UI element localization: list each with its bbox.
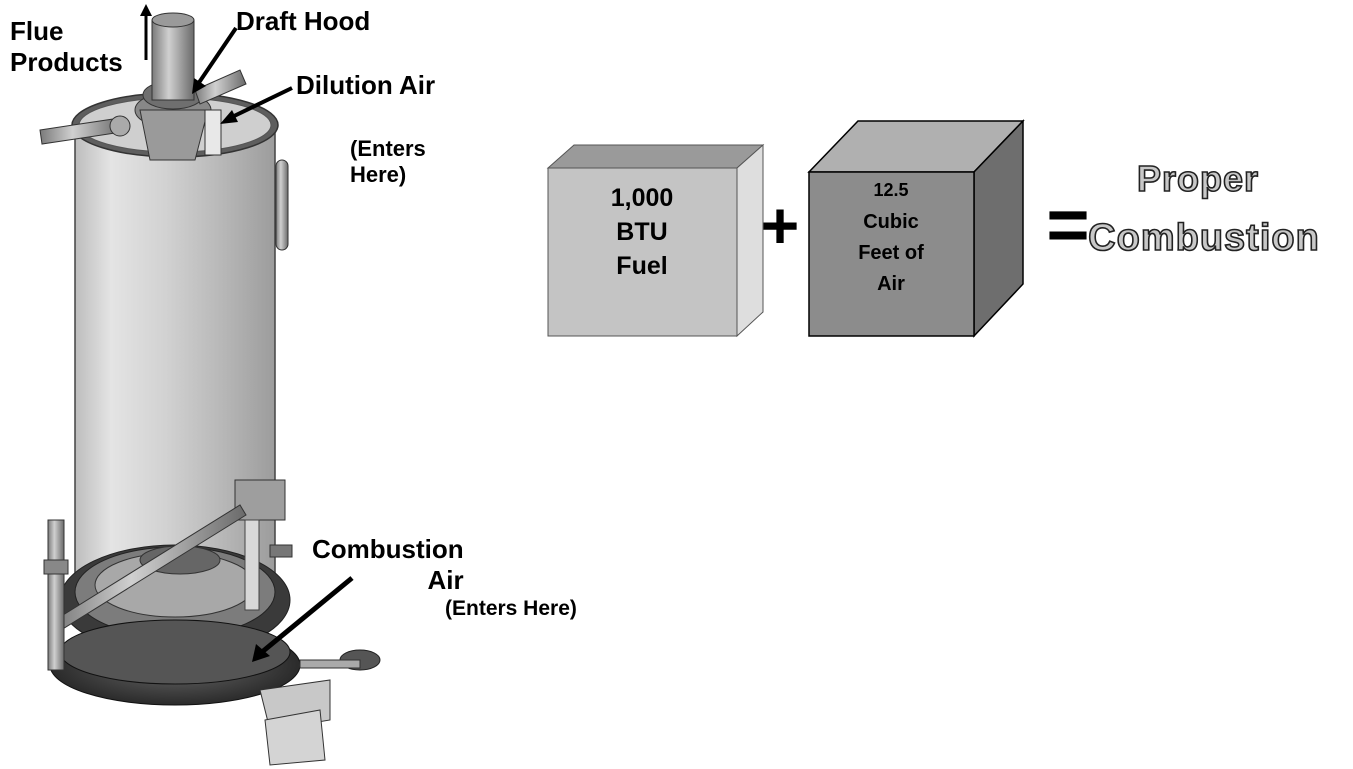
dilution-enters-here-label: (Enters Here) [350,136,426,188]
result-combustion: Combustion [1088,217,1320,259]
pointer-arrow-icon [252,576,354,662]
equals-sign: = [1046,183,1089,266]
fuel-line-2: BTU [616,218,667,246]
pointer-arrow-icon [220,86,293,124]
up-arrow-icon [140,4,152,60]
plus-sign: + [761,188,800,262]
draft-hood-label: Draft Hood [236,6,371,36]
water-heater-illustration [39,4,381,766]
air-line-3: Feet of [858,242,924,264]
fuel-line-1: 1,000 [611,184,674,212]
air-line-1: 12.5 [873,180,908,200]
air-line-2: Cubic [863,211,919,233]
pointer-arrow-icon [192,26,238,94]
air-cube: 12.5 Cubic Feet of Air [807,119,1025,338]
dilution-air-label: Dilution Air [296,70,436,100]
fuel-line-3: Fuel [616,252,667,280]
combustion-air-label: Combustion Air [312,534,464,596]
combustion-enters-here-label: (Enters Here) [445,597,577,620]
flue-products-label: Flue Products [10,16,123,78]
result-proper: Proper [1137,158,1259,199]
air-line-4: Air [877,273,905,295]
fuel-cube: 1,000 BTU Fuel [546,143,765,338]
